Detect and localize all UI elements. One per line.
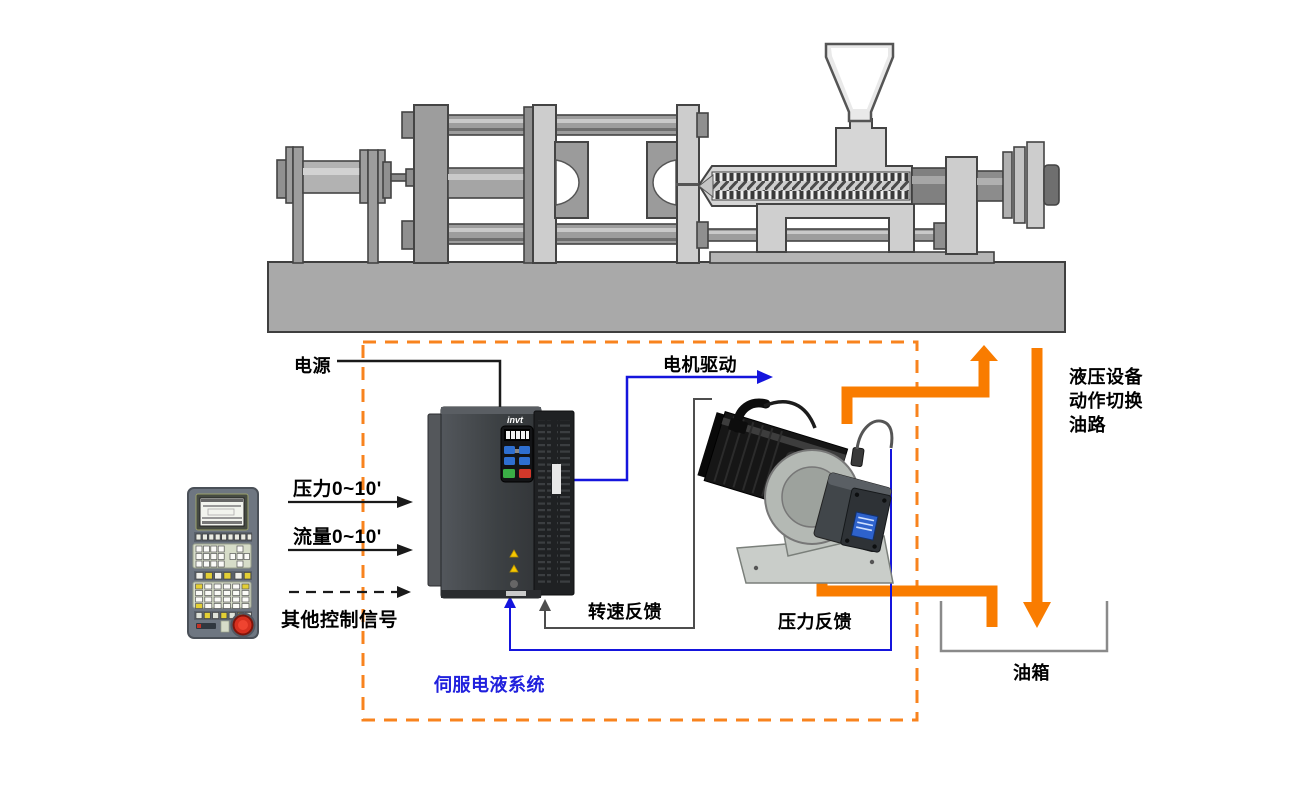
hopper <box>824 42 895 123</box>
drive-keypad <box>500 425 534 483</box>
moving-platen <box>532 104 557 264</box>
label-hydraulic-path-line1: 液压设备 <box>1069 367 1143 387</box>
label-speed-feedback: 转速反馈 <box>588 602 662 622</box>
power-line <box>337 359 502 415</box>
hmi-mode-keys <box>195 572 252 580</box>
hmi-keypad <box>195 583 250 609</box>
label-flow-cmd: 流量0~10' <box>293 527 382 548</box>
drive-stop-button <box>519 469 531 478</box>
label-power: 电源 <box>294 356 331 376</box>
label-hydraulic-path-line2: 动作切换 <box>1069 391 1143 411</box>
screw-flights <box>713 173 909 181</box>
rear-platen <box>413 104 449 264</box>
drive-brand-logo: invt <box>507 415 524 425</box>
hmi-numeric-keys <box>195 545 250 568</box>
injection-carriage <box>756 203 915 253</box>
pump-output-arrow <box>841 345 998 424</box>
flow-cmd-arrow <box>288 544 413 556</box>
warning-triangle-icon <box>509 549 519 558</box>
label-system-name: 伺服电液系统 <box>434 675 545 695</box>
injection-molding-machine <box>267 42 1066 333</box>
injection-barrel <box>676 118 913 207</box>
label-other-signals: 其他控制信号 <box>281 610 399 631</box>
label-pressure-cmd: 压力0~10' <box>293 479 382 500</box>
pressure-feedback-line <box>504 449 892 651</box>
injection-support <box>945 156 978 255</box>
other-signals-arrow <box>289 586 411 598</box>
pressure-cmd-arrow <box>288 496 413 508</box>
pump-label <box>850 511 879 541</box>
motor-drive-line <box>574 370 773 482</box>
clamp-ram <box>447 167 525 199</box>
label-motor-drive: 电机驱动 <box>663 355 737 375</box>
drive-run-button <box>503 469 515 478</box>
oil-tank-outline <box>939 601 1109 653</box>
label-pressure-feedback: 压力反馈 <box>778 612 852 632</box>
label-oil-tank: 油箱 <box>1013 663 1050 683</box>
signal-lines <box>288 359 892 651</box>
servo-motor-pump <box>697 398 894 584</box>
speed-feedback-line <box>539 398 712 629</box>
system-boundary-box <box>361 340 919 722</box>
label-hydraulic-path-line3: 油路 <box>1069 415 1106 435</box>
pump-valve-block <box>840 487 892 553</box>
hmi-function-keys <box>195 533 253 541</box>
sensor-cable <box>855 419 894 450</box>
servo-drive: invt <box>427 406 575 599</box>
hmi-controller <box>187 487 259 639</box>
machine-base <box>267 261 1066 333</box>
motor-cable <box>763 400 817 429</box>
tank-return-arrow <box>1023 348 1051 628</box>
clamp-cylinder <box>276 146 415 264</box>
emergency-stop-button <box>230 612 256 638</box>
label-hydraulic-path: 液压设备 动作切换 油路 <box>1069 365 1143 437</box>
pressure-sensor <box>850 447 865 467</box>
